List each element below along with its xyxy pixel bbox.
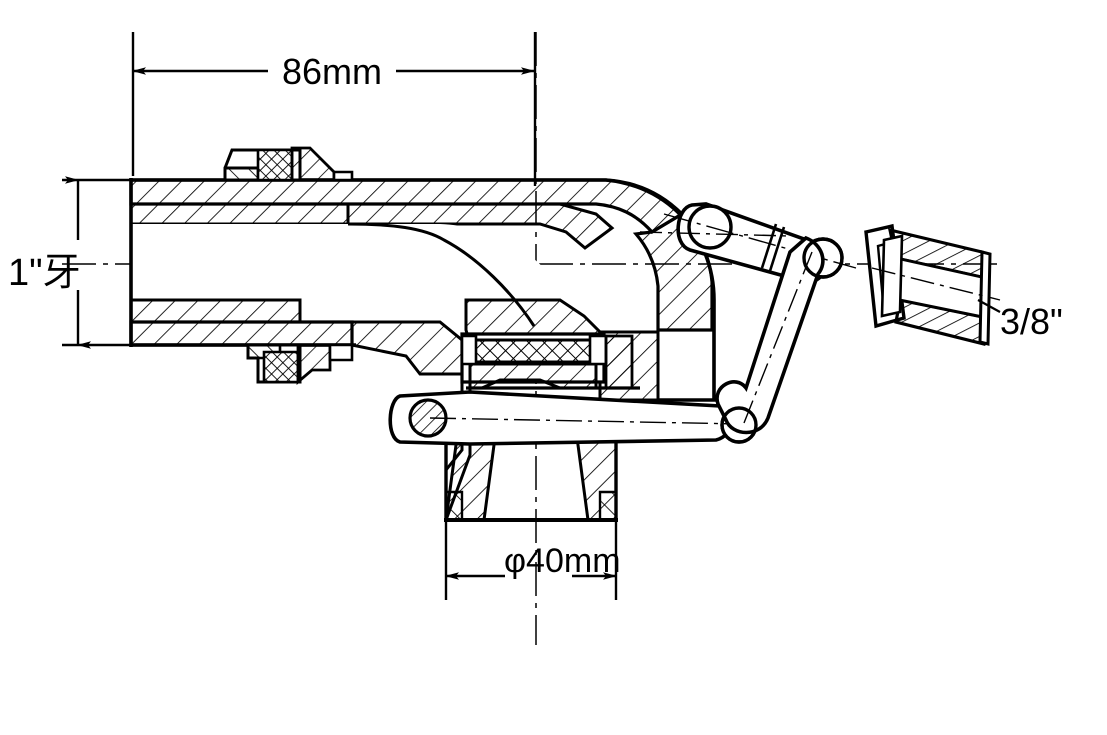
pivot-pin-lower-right-overlay bbox=[720, 406, 758, 444]
packing-gland-nut-top bbox=[223, 146, 354, 182]
dimension-overall-length: 86mm bbox=[131, 32, 537, 186]
threaded-end-fitting bbox=[864, 223, 1001, 346]
lower-wall-taper-section bbox=[129, 298, 302, 324]
pivot-pin-upper-right-overlay bbox=[802, 237, 844, 279]
pivot-overlay bbox=[720, 237, 844, 444]
outlet-chamfer-left bbox=[444, 490, 464, 522]
dimension-thread-left: 1"牙 bbox=[8, 176, 133, 349]
fitting-end-face bbox=[978, 250, 992, 346]
gland-packing-bottom bbox=[262, 350, 300, 384]
fitting-chamfer-left bbox=[880, 234, 904, 318]
connecting-rod bbox=[715, 235, 825, 435]
dim-label-86mm: 86mm bbox=[282, 51, 382, 92]
construction-lines bbox=[639, 231, 791, 237]
dim-label-phi40mm: φ40mm bbox=[504, 542, 621, 580]
bore-axis-line bbox=[639, 231, 791, 237]
gland-step-bottom-right bbox=[328, 343, 354, 362]
gland-flange-top-left bbox=[223, 166, 260, 182]
gland-packing-top bbox=[256, 148, 294, 182]
seal-retainer-lip-left bbox=[460, 334, 478, 366]
upper-arm-joint-line-a bbox=[760, 223, 778, 269]
seal-retainer-lip-right bbox=[588, 334, 608, 366]
dimension-port-diameter: φ40mm bbox=[444, 466, 621, 600]
lower-web-section bbox=[350, 320, 464, 376]
gland-collar-bottom bbox=[296, 343, 332, 386]
lower-arm-centerline bbox=[429, 417, 743, 425]
upper-wall-inner-section bbox=[129, 202, 350, 226]
dim-label-thread-1inch: 1"牙 bbox=[8, 252, 81, 294]
packing-gland-nut-bottom bbox=[246, 343, 354, 386]
upper-arm-joint-line-b bbox=[768, 226, 786, 272]
dimension-thread-right: 3/8" bbox=[977, 299, 1063, 342]
bore-transition-upper bbox=[347, 222, 536, 327]
connecting-rod-centerline bbox=[741, 251, 813, 429]
seal-packing-ring bbox=[472, 338, 594, 364]
fitting-centerline bbox=[871, 267, 1001, 301]
gland-step-top-right bbox=[332, 170, 354, 182]
outlet-chamfer-right bbox=[598, 490, 618, 522]
lower-wall-section bbox=[129, 320, 354, 347]
connecting-rod-body bbox=[715, 235, 825, 435]
leader-line-38 bbox=[977, 299, 1001, 313]
seal-retainer-right-block bbox=[604, 334, 634, 390]
dim-label-three-eighths: 3/8" bbox=[1000, 301, 1063, 342]
valve-body-assembly bbox=[129, 178, 716, 522]
seat-seal-assembly bbox=[460, 332, 640, 390]
